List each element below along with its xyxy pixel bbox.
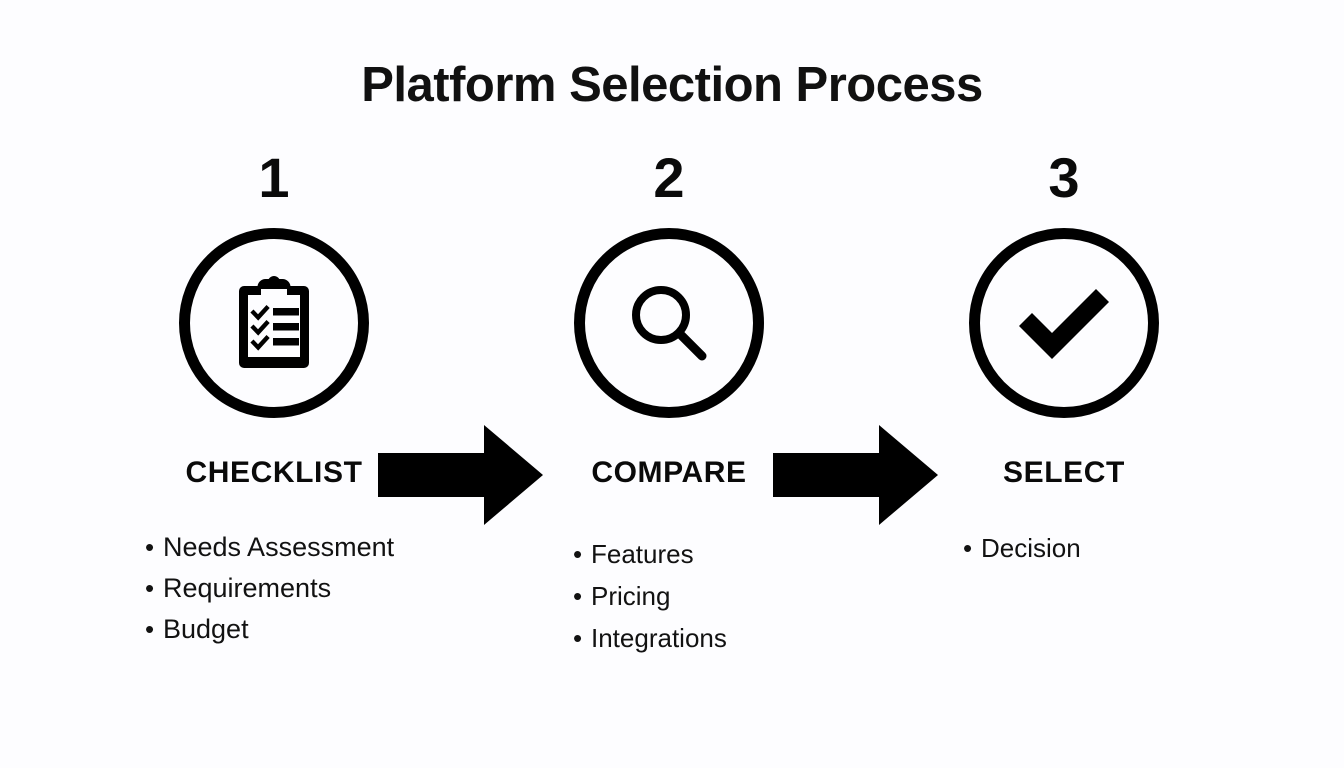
list-item: • Requirements	[145, 568, 394, 609]
step-label-checklist: CHECKLIST	[185, 456, 363, 489]
process-step-2[interactable]: 2	[559, 140, 779, 440]
page-title: Platform Selection Process	[361, 58, 983, 112]
bullet-dot-icon: •	[573, 539, 583, 569]
step-2-item-list: • Features • Pricing • Integrations	[573, 533, 727, 659]
step-number-3: 3	[1048, 146, 1080, 209]
bullet-dot-icon: •	[145, 532, 155, 562]
step-circle-3	[969, 228, 1159, 418]
list-item: • Decision	[963, 528, 1081, 569]
arrow-right-icon-2	[773, 425, 938, 525]
step-circle-2	[574, 228, 764, 418]
step-circle-1	[179, 228, 369, 418]
step-number-1: 1	[258, 146, 290, 209]
list-item: • Integrations	[573, 617, 727, 659]
list-item-label: Features	[591, 539, 694, 569]
list-item-label: Pricing	[591, 581, 671, 611]
list-item-label: Requirements	[163, 573, 332, 603]
arrow-right-icon-1	[378, 425, 543, 525]
bullet-dot-icon: •	[573, 581, 583, 611]
list-item: • Pricing	[573, 575, 727, 617]
checkmark-icon	[969, 228, 1159, 418]
step-number-2: 2	[653, 146, 685, 209]
list-item: • Needs Assessment	[145, 527, 394, 568]
list-item-label: Integrations	[591, 623, 727, 653]
list-item: • Features	[573, 533, 727, 575]
magnifying-glass-icon	[574, 228, 764, 418]
list-item-label: Budget	[163, 614, 249, 644]
step-1-item-list: • Needs Assessment • Requirements • Budg…	[145, 527, 394, 650]
process-step-1[interactable]: 1	[164, 140, 384, 440]
bullet-dot-icon: •	[573, 623, 583, 653]
list-item-label: Needs Assessment	[163, 532, 395, 562]
step-3-item-list: • Decision	[963, 528, 1081, 569]
step-label-compare: COMPARE	[591, 456, 747, 489]
list-item-label: Decision	[981, 533, 1081, 563]
bullet-dot-icon: •	[145, 573, 155, 603]
bullet-dot-icon: •	[963, 533, 973, 563]
process-steps-row: 1	[0, 140, 1344, 525]
bullet-dot-icon: •	[145, 614, 155, 644]
list-item: • Budget	[145, 609, 394, 650]
step-label-select: SELECT	[1003, 456, 1125, 489]
clipboard-checklist-icon	[179, 228, 369, 418]
process-step-3[interactable]: 3	[954, 140, 1174, 440]
